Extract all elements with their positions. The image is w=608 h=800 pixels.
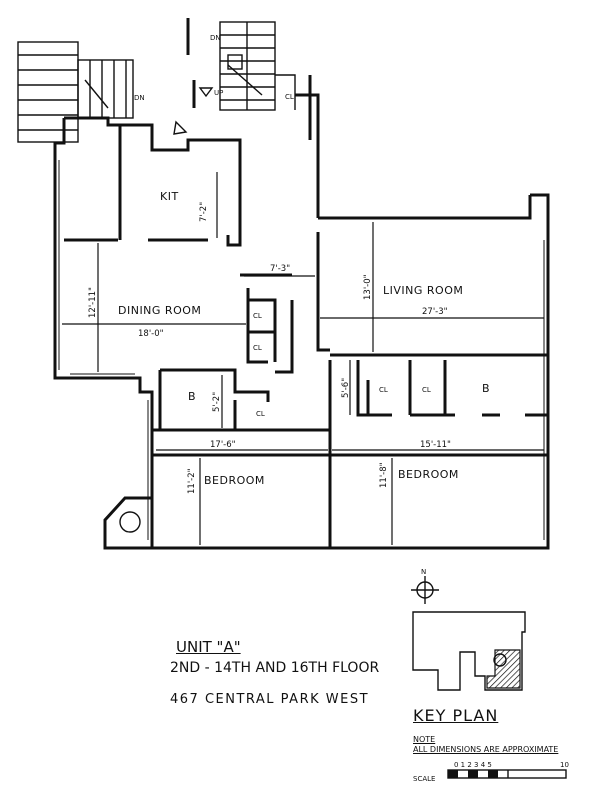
room-bath-left: B: [188, 390, 196, 403]
dim-kitchen-depth: 7'-2": [199, 202, 209, 222]
room-closet-stair: CL: [285, 93, 294, 101]
dim-dining-depth: 12'-11": [88, 287, 98, 318]
key-plan-diagram: [412, 611, 526, 691]
room-living: LIVING ROOM: [383, 284, 463, 297]
dim-dining-width: 18'-0": [138, 329, 164, 339]
dim-living-width: 27'-3": [422, 307, 448, 317]
stair-arrow-icon: [198, 87, 214, 98]
stair-label-down-top: DN: [210, 34, 221, 42]
dimension-lines: [62, 172, 544, 545]
room-closet-1: CL: [253, 312, 262, 320]
room-closet-4: CL: [379, 386, 388, 394]
scale-bar: 0 1 2 3 4 5 10: [447, 761, 569, 779]
scale-end: 10: [560, 761, 569, 769]
dim-living-depth: 13'-0": [363, 274, 373, 300]
interior-walls: [64, 125, 548, 548]
stair-label-down-left: DN: [134, 94, 145, 102]
dim-foyer-width: 7'-3": [270, 264, 290, 274]
dim-bedroom-right-depth: 11'-8": [379, 462, 389, 488]
entry-arrow-icon: [173, 120, 188, 135]
room-bedroom-left: BEDROOM: [204, 474, 265, 487]
room-bedroom-right: BEDROOM: [398, 468, 459, 481]
compass-icon: N: [411, 568, 439, 604]
stair-hall-walls: [173, 18, 312, 140]
exterior-walls: [53, 93, 550, 550]
stair-right: [219, 21, 296, 111]
compass-north-label: N: [421, 568, 426, 576]
dim-bath-depth: 5'-2": [212, 392, 222, 412]
room-bath-right: B: [482, 382, 490, 395]
stair-label-up: UP: [214, 89, 223, 97]
column-icon: [119, 511, 141, 533]
room-closet-3: CL: [256, 410, 265, 418]
room-closet-2: CL: [253, 344, 262, 352]
room-closet-5: CL: [422, 386, 431, 394]
dim-bedroom-left-width: 17'-6": [210, 440, 236, 450]
room-labels: KIT DINING ROOM LIVING ROOM BEDROOM BEDR…: [118, 93, 490, 487]
scale-ticks: 0 1 2 3 4 5: [454, 761, 492, 769]
dim-bedroom-left-depth: 11'-2": [187, 468, 197, 494]
dimension-labels: 7'-2" 12'-11" 18'-0" 7'-3" 13'-0" 27'-3"…: [88, 202, 451, 494]
stair-left: [17, 41, 134, 143]
dim-hall-depth: 5'-6": [341, 378, 351, 398]
key-plan-unit-highlight: [486, 649, 521, 689]
room-kitchen: KIT: [160, 190, 179, 203]
room-dining: DINING ROOM: [118, 304, 201, 317]
dim-bedroom-right-width: 15'-11": [420, 440, 451, 450]
stair-labels: DN DN UP: [134, 34, 223, 102]
